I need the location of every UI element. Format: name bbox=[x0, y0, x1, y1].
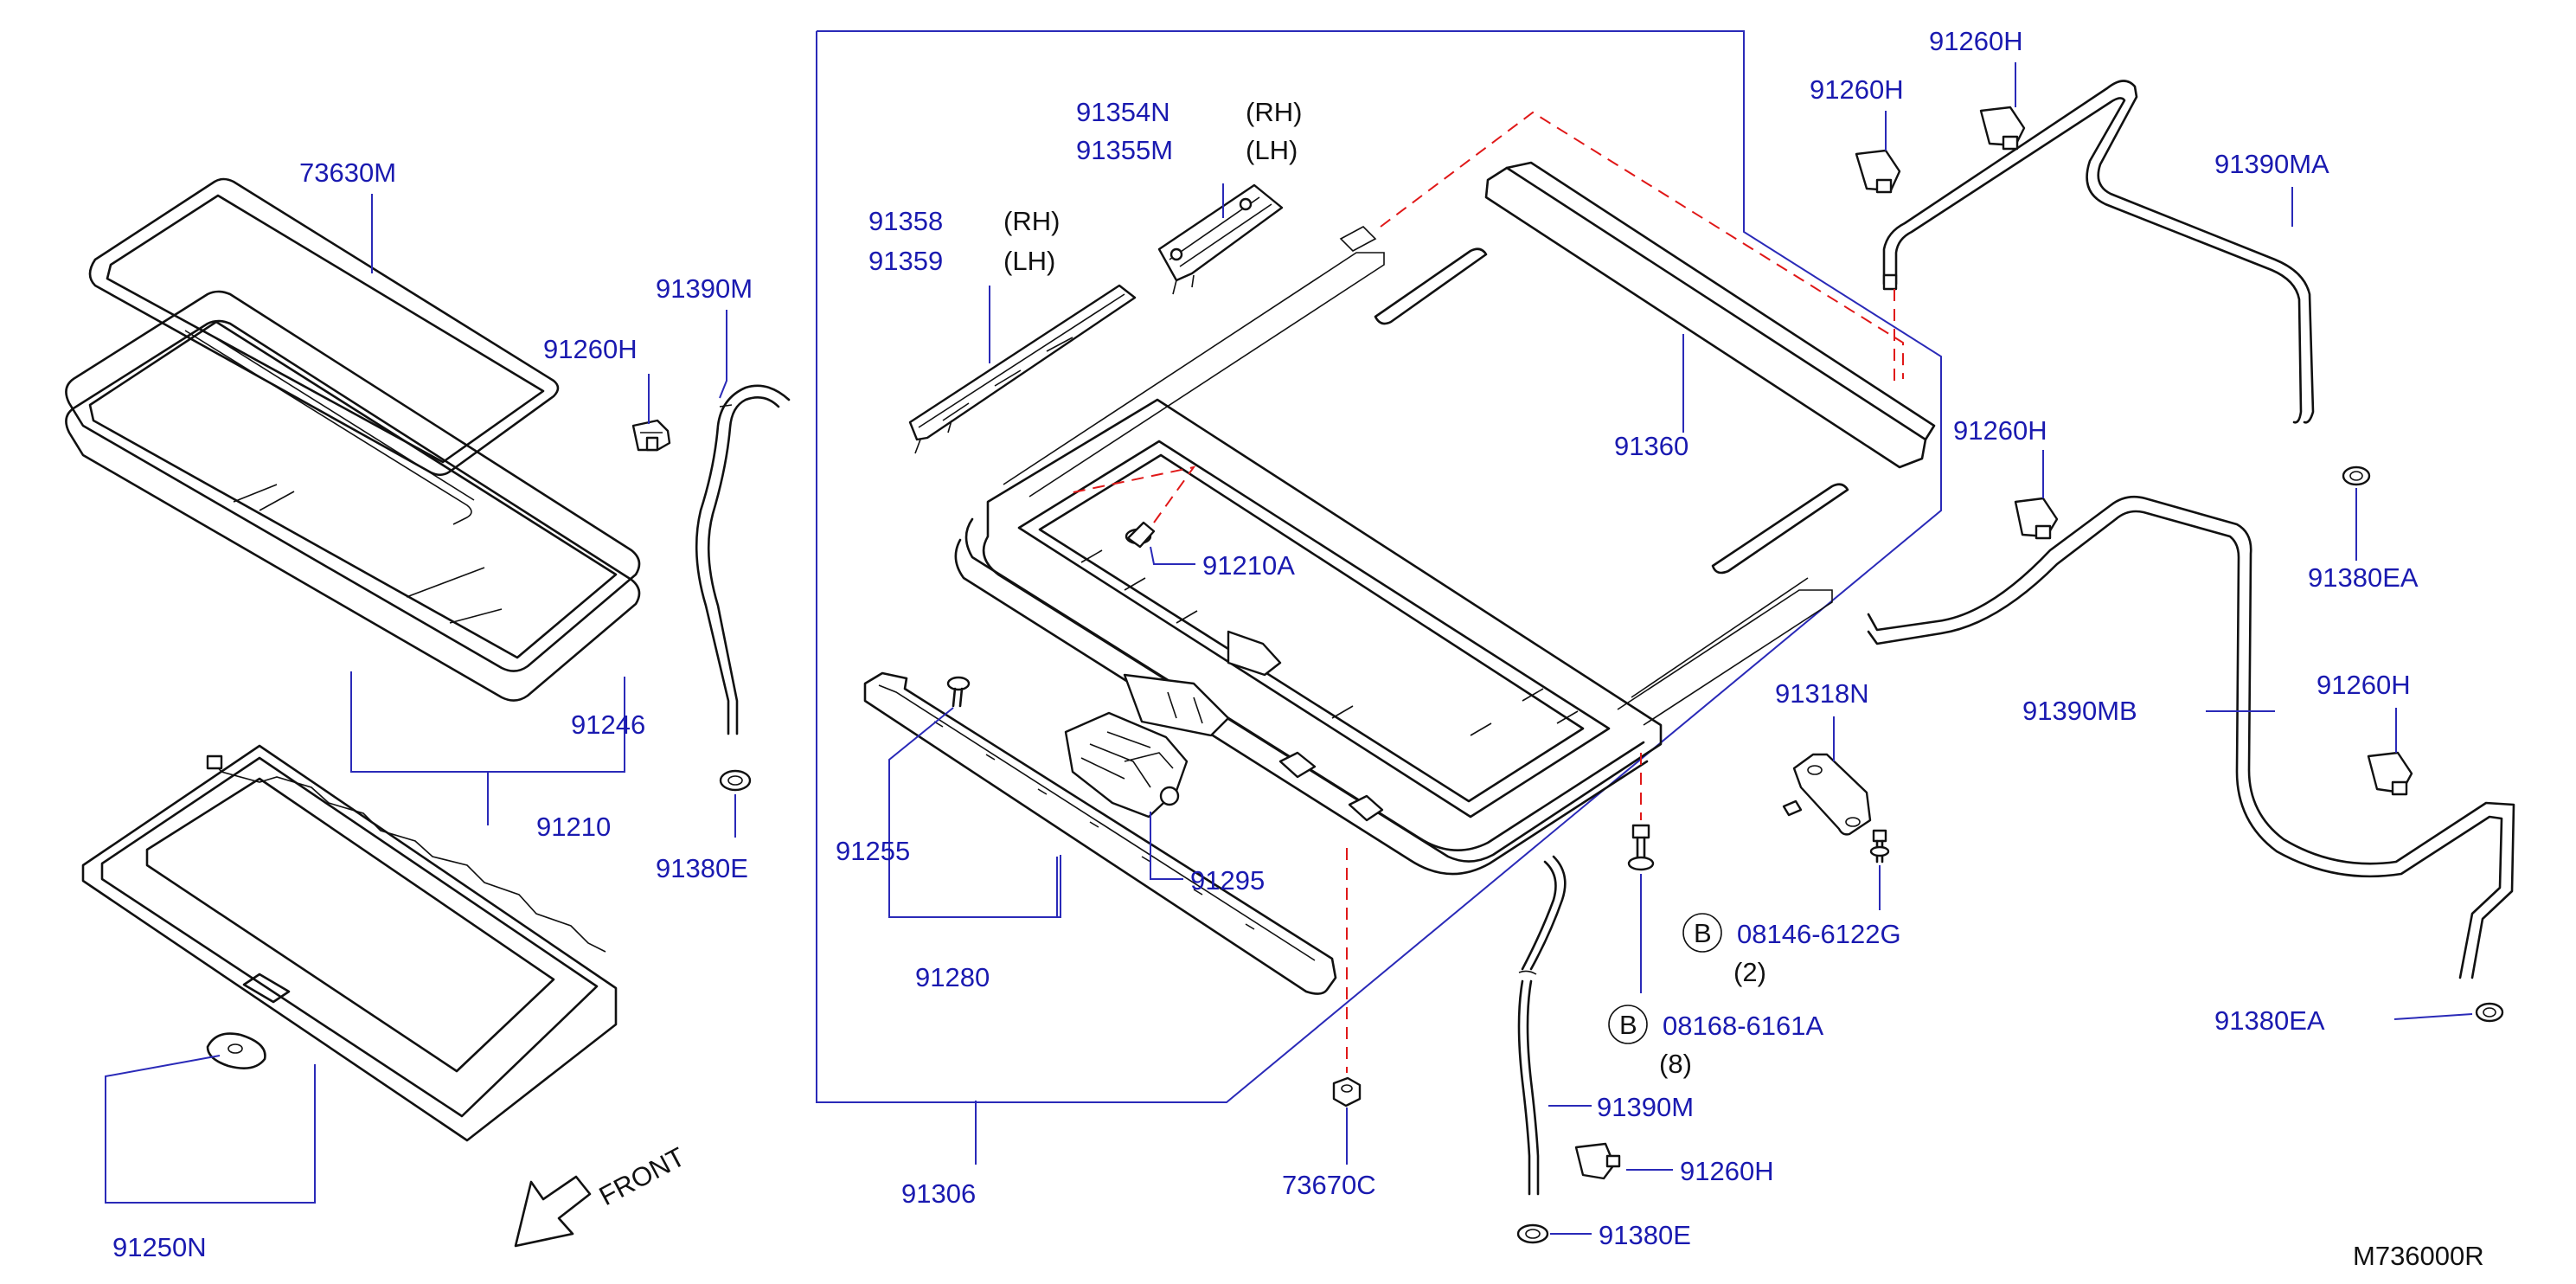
glass-lid-73630M bbox=[88, 177, 560, 477]
clip-91260H-left bbox=[631, 419, 671, 452]
label-91390MA: 91390MA bbox=[2214, 149, 2329, 179]
guide-rail-91358-91359 bbox=[908, 284, 1137, 454]
glass-assembly-91246 bbox=[65, 290, 641, 702]
bolt-marker-circle-08168 bbox=[1608, 1005, 1648, 1044]
label-91260H-mid-right: 91260H bbox=[1953, 415, 2047, 446]
label-91358: 91358 bbox=[868, 206, 943, 236]
label-91318N: 91318N bbox=[1775, 678, 1869, 709]
label-73670C: 73670C bbox=[1282, 1170, 1376, 1200]
label-91260H-top-center: 91260H bbox=[1810, 74, 1904, 105]
label-08146-6122G: 08146-6122G bbox=[1737, 919, 1901, 949]
label-91250N: 91250N bbox=[112, 1232, 207, 1262]
label-qty-2: (2) bbox=[1733, 957, 1766, 987]
clip-91260H-mid-right bbox=[2014, 497, 2059, 540]
label-91260H-top-right: 91260H bbox=[1929, 26, 2023, 56]
sunroof-frame-assembly-91306 bbox=[954, 226, 1833, 876]
nut-73670C bbox=[1332, 1076, 1362, 1107]
label-08168-6161A: 08168-6161A bbox=[1663, 1011, 1823, 1041]
label-91255: 91255 bbox=[836, 836, 910, 866]
label-91210A: 91210A bbox=[1202, 550, 1295, 581]
bolt-08146-6122G bbox=[1869, 829, 1890, 863]
drain-hose-91390MB bbox=[1867, 495, 2515, 979]
label-91390MB: 91390MB bbox=[2022, 696, 2137, 726]
assembly-group-frame bbox=[816, 30, 1942, 1103]
drain-hose-91390M-left bbox=[695, 384, 791, 735]
sunshade-91250N bbox=[81, 744, 618, 1142]
label-91260H-left: 91260H bbox=[543, 334, 638, 364]
part-labels: 73630M 91390M 91260H 91246 91210 91380E … bbox=[112, 26, 2484, 1271]
label-91359-side: (LH) bbox=[1003, 246, 1055, 276]
label-91360: 91360 bbox=[1614, 431, 1688, 461]
label-91260H-lower: 91260H bbox=[1680, 1156, 1774, 1186]
wind-deflector-91360 bbox=[1374, 161, 1936, 575]
label-91380E-lower: 91380E bbox=[1599, 1220, 1691, 1250]
bracket-91318N bbox=[1782, 753, 1872, 836]
label-91355M-side: (LH) bbox=[1246, 135, 1298, 165]
leader-lines bbox=[105, 62, 2473, 1235]
drain-hose-91390MA bbox=[1882, 80, 2315, 424]
label-91390M-lower: 91390M bbox=[1597, 1092, 1694, 1122]
alignment-dashed-lines bbox=[1068, 111, 1904, 1073]
motor-91295 bbox=[1064, 711, 1189, 819]
clip-91260H-lower-right bbox=[2367, 751, 2413, 796]
diagram-id: M736000R bbox=[2353, 1241, 2484, 1271]
label-91358-side: (RH) bbox=[1003, 206, 1060, 236]
bolt-91210A bbox=[1125, 521, 1156, 549]
rear-rail-91280 bbox=[863, 671, 1337, 995]
label-91354N-side: (RH) bbox=[1246, 97, 1302, 127]
label-qty-8: (8) bbox=[1659, 1049, 1692, 1079]
label-91359: 91359 bbox=[868, 246, 943, 276]
bolt-marker-08146: B bbox=[1694, 918, 1712, 948]
label-91295: 91295 bbox=[1190, 865, 1265, 896]
link-91354N-91355M bbox=[1157, 183, 1284, 295]
label-73630M: 73630M bbox=[299, 157, 396, 188]
grommet-91380E-left bbox=[719, 769, 752, 792]
clip-91260H-top-center bbox=[1855, 149, 1901, 194]
label-91280: 91280 bbox=[915, 962, 990, 992]
bolt-08168-6161A bbox=[1627, 824, 1655, 871]
label-front: FRONT bbox=[594, 1141, 690, 1211]
label-91306: 91306 bbox=[901, 1178, 976, 1209]
label-91210: 91210 bbox=[536, 812, 611, 842]
bolt-marker-circle-08146 bbox=[1682, 913, 1722, 953]
label-91260H-lower-right: 91260H bbox=[2316, 670, 2411, 700]
clip-91260H-lower bbox=[1574, 1142, 1621, 1180]
label-91380E-left: 91380E bbox=[656, 853, 748, 883]
bolt-marker-08168: B bbox=[1619, 1010, 1637, 1040]
label-91390M-left: 91390M bbox=[656, 273, 753, 304]
label-91355M: 91355M bbox=[1076, 135, 1173, 165]
label-91380EA-upper: 91380EA bbox=[2308, 562, 2419, 593]
grommet-91380EA-lower bbox=[2475, 1002, 2504, 1023]
label-91246: 91246 bbox=[571, 709, 645, 740]
front-direction-arrow bbox=[514, 1175, 592, 1248]
label-91380EA-lower: 91380EA bbox=[2214, 1005, 2325, 1036]
clip-91260H-top-right bbox=[1979, 106, 2026, 151]
grommet-91380E-lower bbox=[1516, 1223, 1549, 1244]
grommet-91380EA-upper bbox=[2342, 465, 2371, 486]
label-91354N: 91354N bbox=[1076, 97, 1170, 127]
drain-hose-91390M-lower bbox=[1517, 855, 1567, 1196]
screw-91255 bbox=[946, 676, 971, 708]
